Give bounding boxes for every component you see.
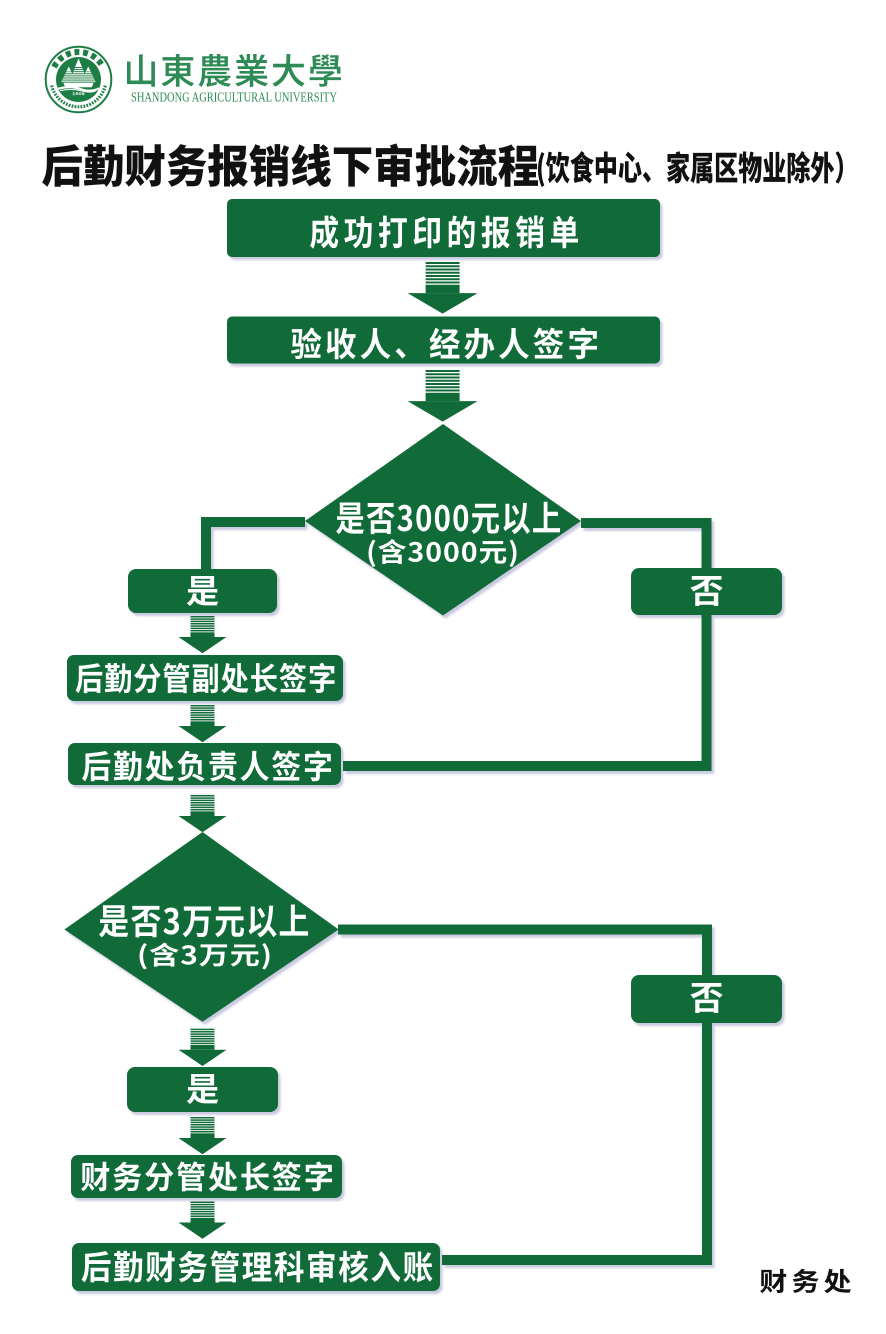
svg-text:SHANDONG AGRICULTURAL UNIVERSI: SHANDONG AGRICULTURAL UNIVERSITY — [131, 90, 337, 105]
